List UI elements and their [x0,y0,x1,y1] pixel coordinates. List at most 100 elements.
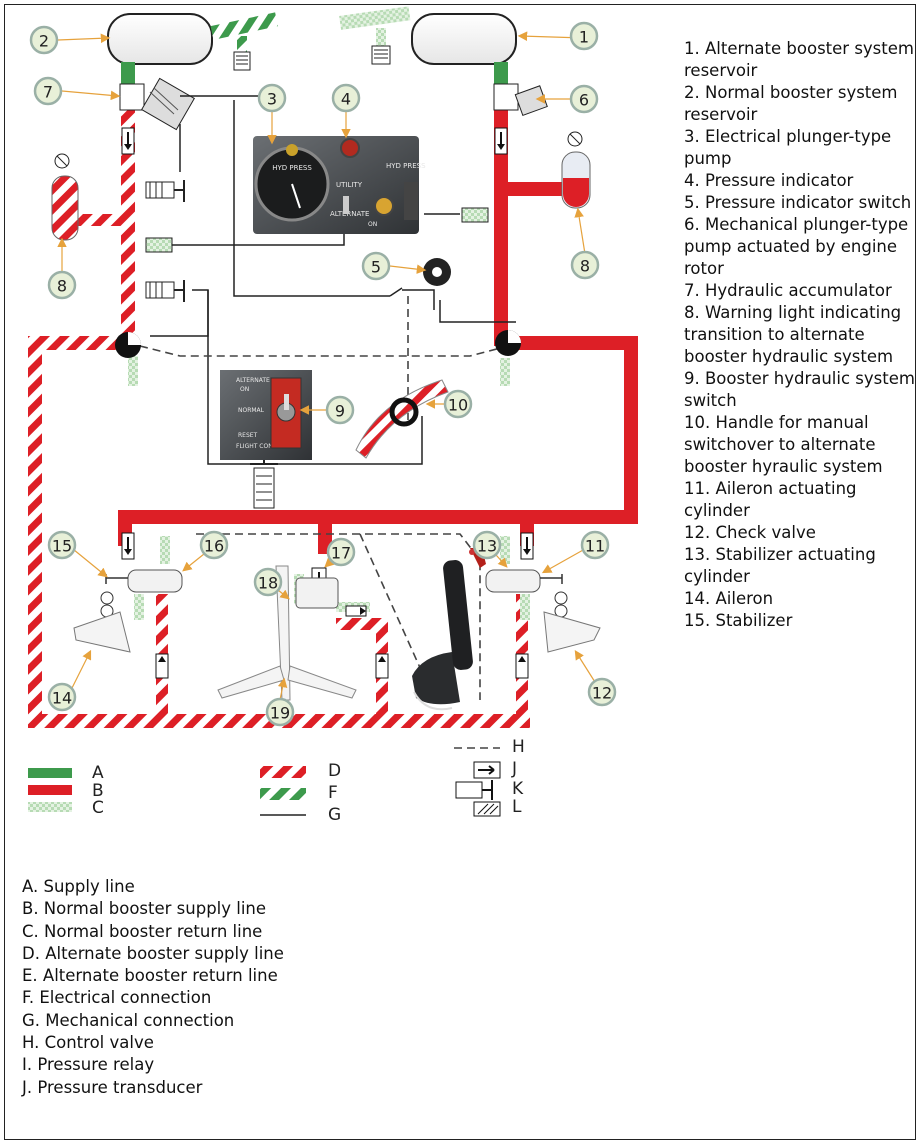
selector-valve-right [495,330,521,356]
warning-light-left [52,154,78,240]
callout-7: 7 [35,78,61,104]
callout-number: 8 [580,257,590,276]
component-legend-item: 13. Stabilizer actuating cylinder [684,544,920,588]
component-legend-item: 8. Warning light indicating transition t… [684,302,920,368]
callout-number: 1 [579,28,589,47]
svg-text:ON: ON [240,386,249,393]
callout-8: 8 [572,252,598,278]
key-letter-h: H [512,737,525,757]
callout-19: 19 [267,699,293,725]
selector-valve-left [115,332,141,358]
callout-number: 11 [585,537,605,556]
svg-text:HYD PRESS: HYD PRESS [272,164,312,172]
callout-5: 5 [363,253,389,279]
component-legend-item: 1. Alternate booster system reservoir [684,38,920,82]
component-legend-item: 10. Handle for manual switchover to alte… [684,412,920,478]
callout-number: 17 [331,544,351,563]
callout-number: 6 [579,91,589,110]
alternate-booster-reservoir [412,14,516,64]
callout-number: 7 [43,83,53,102]
callout-number: 10 [448,396,468,415]
callout-16: 16 [201,532,227,558]
component-legend-item: 12. Check valve [684,522,920,544]
callout-13: 13 [474,532,500,558]
callout-number: 9 [335,402,345,421]
callout-18: 18 [255,569,281,595]
key-letter-f: F [328,783,338,803]
callout-number: 2 [39,32,49,51]
manual-switchover-handle [356,380,448,458]
warning-light-right [562,132,590,208]
line-type-legend-item: E. Alternate booster return line [22,965,284,987]
key-letter-a: A [92,763,104,783]
alternate-supply-loop [28,336,42,726]
key-letter-k: K [512,779,524,799]
callout-17: 17 [328,539,354,565]
key-letter-d: D [328,761,341,781]
booster-system-switch: ALTERNATE ON NORMAL RESET FLIGHT CONT [220,370,312,460]
stabilizer-assembly [218,566,356,700]
callout-14: 14 [49,684,75,710]
component-legend-item: 5. Pressure indicator switch [684,192,920,214]
callout-8: 8 [49,272,75,298]
stabilizer-actuating-cylinder-left [106,570,182,592]
callout-number: 18 [258,574,278,593]
svg-text:UTILITY: UTILITY [336,181,363,189]
callout-number: 16 [204,537,224,556]
component-legend-item: 11. Aileron actuating cylinder [684,478,920,522]
reservoir-1-relief-line [339,6,410,64]
line-type-legend-item: F. Electrical connection [22,987,284,1009]
pressure-indicator-switch [423,258,451,286]
svg-text:ALTERNATE: ALTERNATE [236,377,270,384]
aileron-left [74,592,130,652]
key-letter-c: C [92,798,104,818]
line-type-legend-item: G. Mechanical connection [22,1010,284,1032]
component-legend-item: 3. Electrical plunger-type pump [684,126,920,170]
callout-12: 12 [589,679,615,705]
callout-10: 10 [445,391,471,417]
callout-11: 11 [582,532,608,558]
component-legend-item: 4. Pressure indicator [684,170,920,192]
line-type-legend-item: I. Pressure relay [22,1054,284,1076]
component-legend-item: 9. Booster hydraulic system switch [684,368,920,412]
aileron-right [544,592,600,652]
svg-text:NORMAL: NORMAL [238,407,265,414]
callout-number: 8 [57,277,67,296]
component-legend-item: 15. Stabilizer [684,610,920,632]
line-type-legend-item: A. Supply line [22,876,284,898]
aileron-actuating-cylinder-right [486,570,562,592]
callout-number: 15 [52,537,72,556]
component-legend-item: 6. Mechanical plunger-type pump actuated… [684,214,920,280]
component-legend-item: 2. Normal booster system reservoir [684,82,920,126]
callout-number: 4 [341,90,351,109]
callout-2: 2 [31,27,57,53]
reservoir-2-relief-line [211,12,278,70]
callout-number: 13 [477,537,497,556]
line-type-legend-item: C. Normal booster return line [22,921,284,943]
callout-1: 1 [571,23,597,49]
callout-number: 14 [52,689,72,708]
callout-6: 6 [571,86,597,112]
callout-number: 12 [592,684,612,703]
control-stick [412,548,486,709]
callout-9: 9 [327,397,353,423]
callout-number: 19 [270,704,290,723]
callout-3: 3 [259,85,285,111]
pressure-indicator-panel: HYD PRESS HYD PRESS UTILITY ALTERNATE ON [253,136,426,234]
svg-text:RESET: RESET [238,432,258,439]
svg-text:HYD PRESS: HYD PRESS [386,162,426,170]
line-type-legend-item: H. Control valve [22,1032,284,1054]
callout-4: 4 [333,85,359,111]
svg-text:ALTERNATE: ALTERNATE [330,210,369,218]
callout-number: 3 [267,90,277,109]
component-legend-item: 7. Hydraulic accumulator [684,280,920,302]
key-letter-l: L [512,797,522,817]
key-letter-j: J [511,759,517,779]
svg-text:ON: ON [368,221,377,228]
control-valve-lower [250,460,278,508]
line-type-legend-item: D. Alternate booster supply line [22,943,284,965]
component-legend: 1. Alternate booster system reservoir2. … [684,38,920,632]
line-type-legend-item: J. Pressure transducer [22,1077,284,1099]
